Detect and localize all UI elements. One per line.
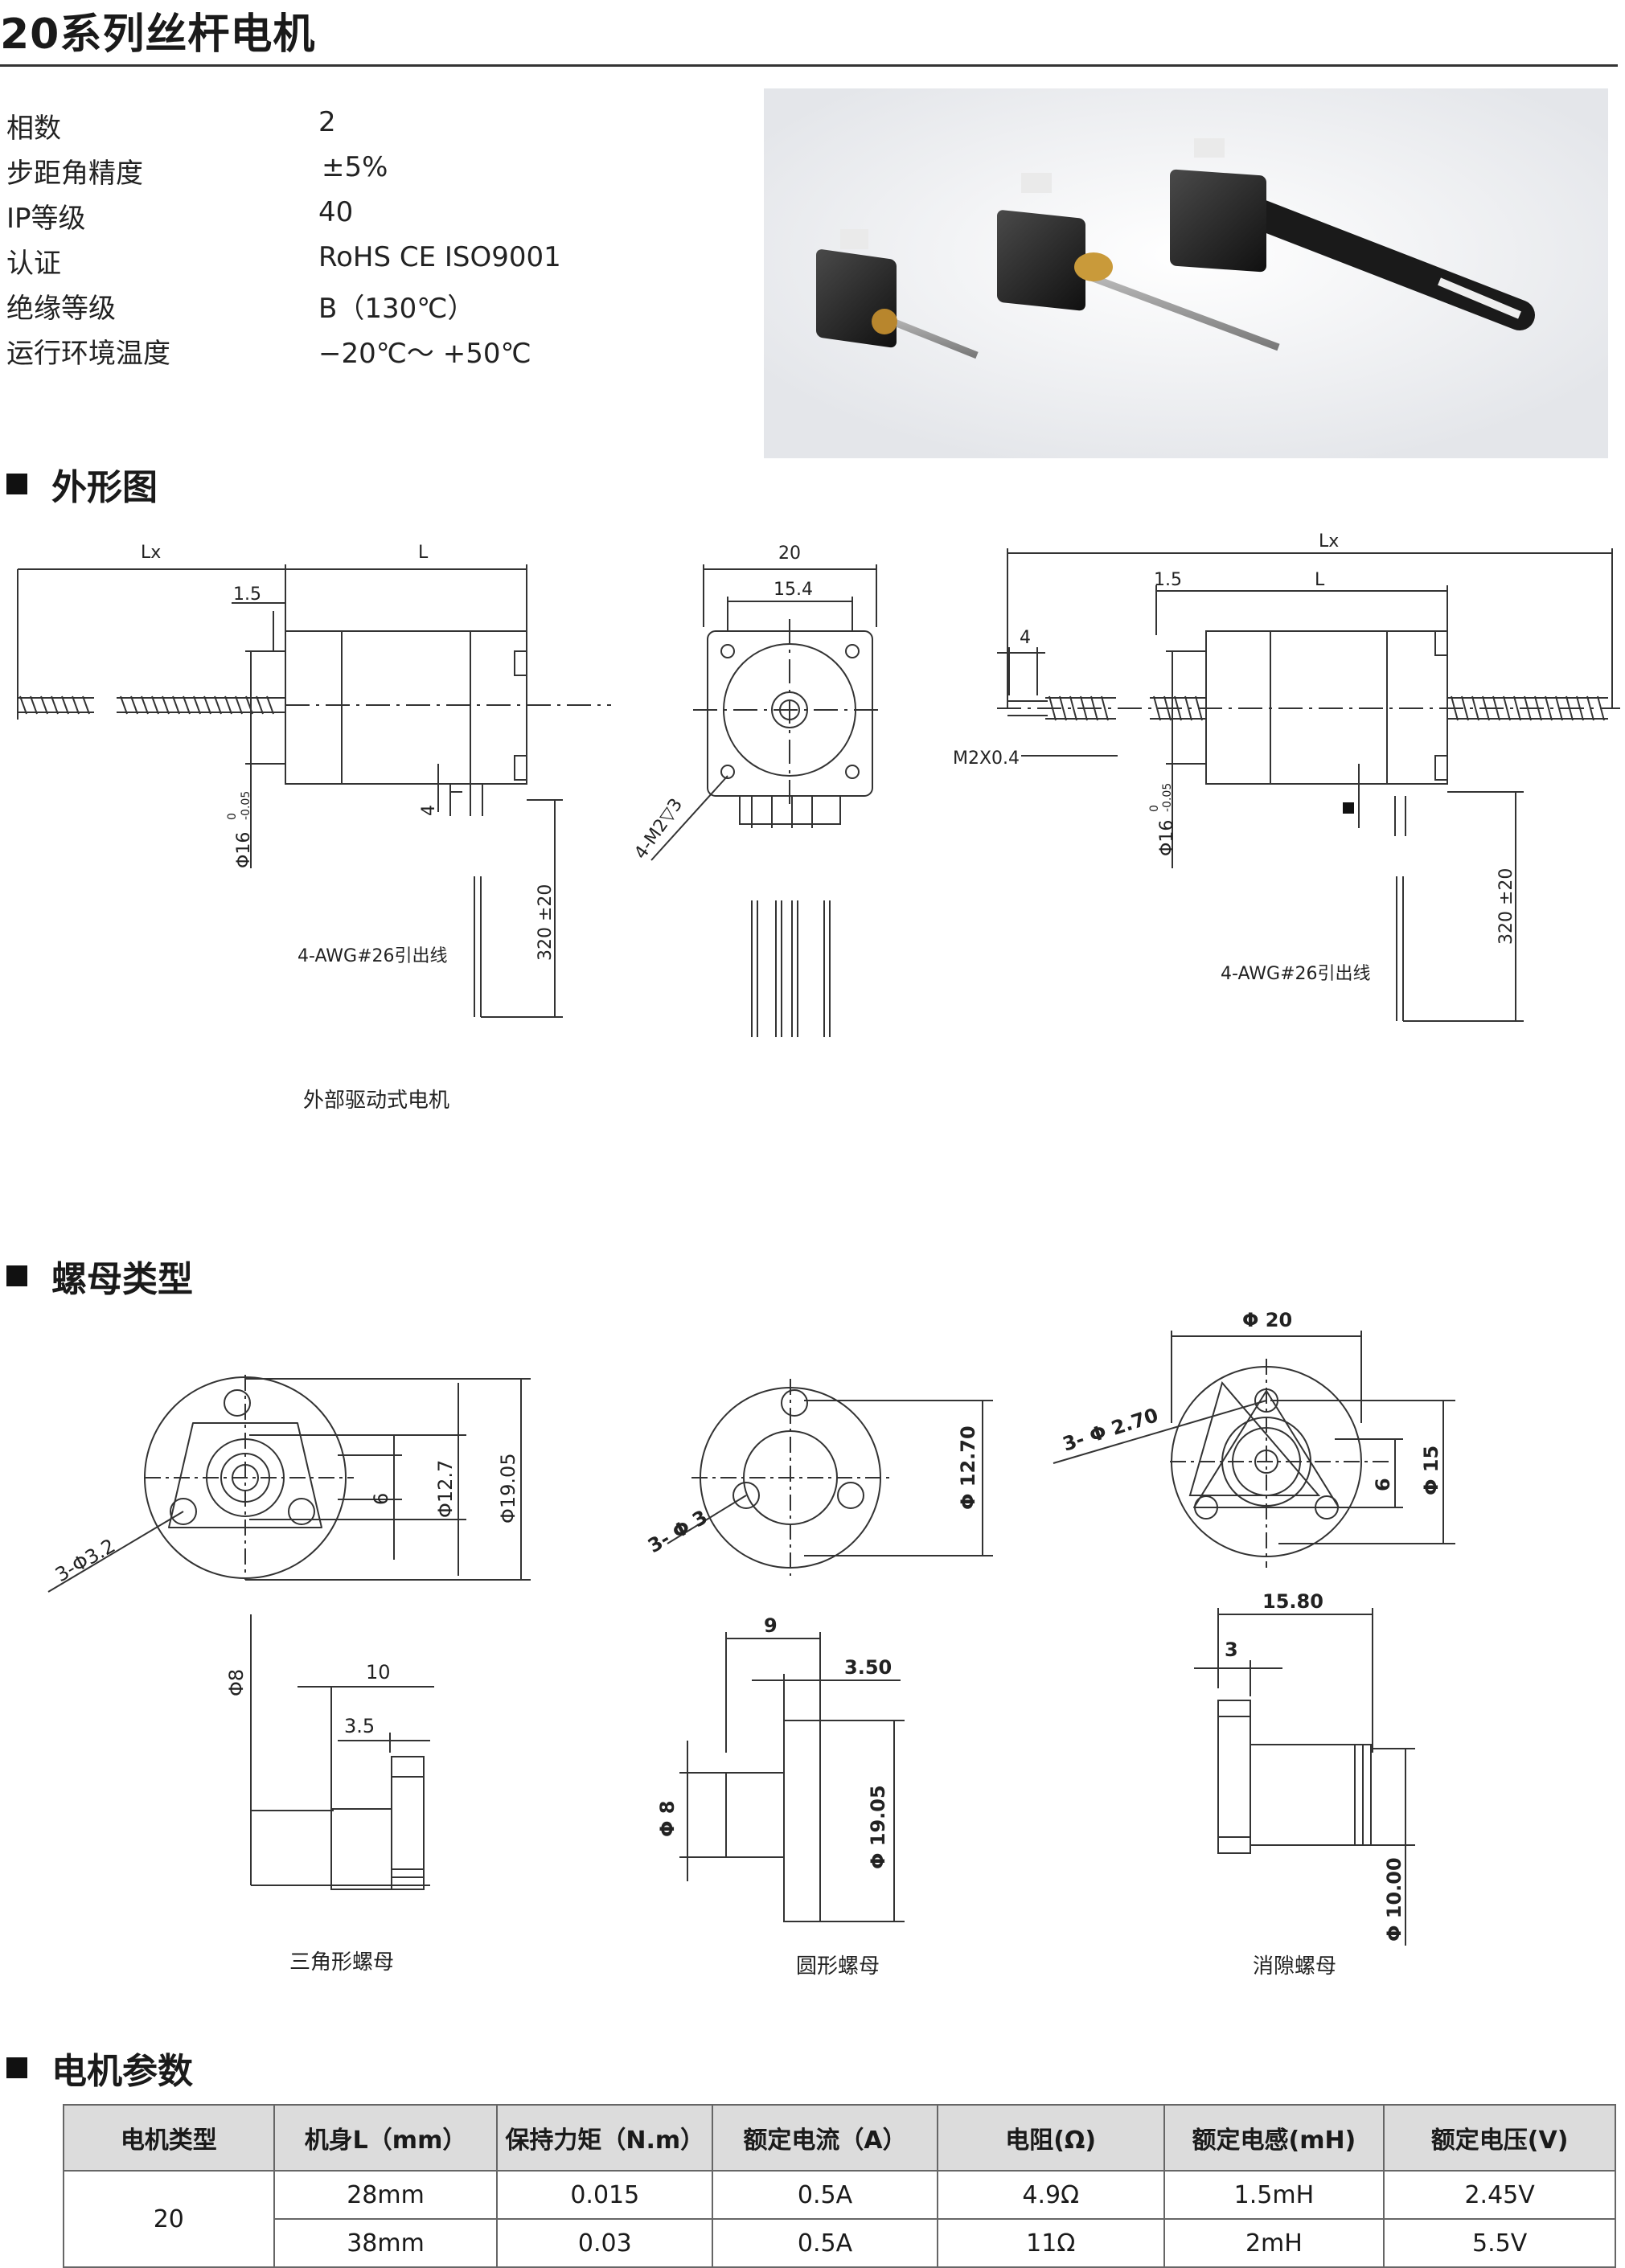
table-header-cell: 额定电感(mH) [1163, 2104, 1385, 2172]
section-heading-params: 电机参数 [6, 2042, 193, 2094]
section-heading-nuts: 螺母类型 [6, 1250, 193, 1302]
table-cell: 0.015 [496, 2170, 714, 2220]
dim-15-4-front: 15.4 [774, 580, 813, 600]
table-cell: 0.03 [496, 2218, 714, 2268]
table-header-cell: 额定电压(V) [1383, 2104, 1616, 2172]
tri-w10-label: 10 [366, 1661, 391, 1684]
table-cell: 2mH [1163, 2218, 1385, 2268]
spec-value: −20℃～ +50℃ [318, 338, 531, 370]
tri-holes-label: 3-Φ3.2 [51, 1534, 119, 1586]
round-w9-label: 9 [764, 1614, 778, 1637]
dim-1-5-right: 1.5 [1154, 570, 1182, 590]
dim-l-left: L [418, 543, 429, 563]
spec-label: 认证 [6, 248, 61, 280]
table-row: 20 28mm 0.015 0.5A 4.9Ω 1.5mH 2.45V [63, 2170, 1616, 2268]
dim-phi16-left: Φ16 [234, 832, 254, 868]
tri-phi19-05-label: Φ19.05 [497, 1453, 519, 1524]
product-photo [764, 88, 1608, 458]
motor-type-cell: 20 [63, 2170, 275, 2268]
table-cell: 1.5mH [1163, 2170, 1385, 2220]
outline-caption: 外部驱动式电机 [303, 1089, 450, 1113]
section-title: 电机参数 [51, 2051, 193, 2092]
table-header-cell: 机身L（mm） [273, 2104, 499, 2172]
table-header-cell: 额定电流（A） [712, 2104, 938, 2172]
spec-value: 2 [318, 106, 336, 138]
motor-params-table: 电机类型 机身L（mm） 保持力矩（N.m） 额定电流（A） 电阻(Ω) 额定电… [63, 2104, 1616, 2268]
spec-value: RoHS CE ISO9001 [318, 241, 561, 273]
table-cell: 5.5V [1383, 2218, 1616, 2268]
section-heading-outline: 外形图 [6, 458, 158, 510]
dim-phi16-right: Φ16 [1157, 820, 1177, 856]
ab-phi10-00-label: Φ 10.00 [1383, 1857, 1405, 1942]
spec-label: IP等级 [6, 203, 86, 235]
dim-phi16-upper-left: 0 [226, 813, 239, 820]
dim-phi16-upper-right: 0 [1148, 805, 1161, 812]
dim-phi16-lower-right: -0.05 [1161, 783, 1174, 812]
wire-label-left: 4-AWG#26引出线 [298, 946, 448, 966]
dim-lead-len-left: 320 ±20 [536, 884, 556, 961]
dim-phi16-lower-left: -0.05 [240, 791, 252, 820]
nut-drawings: 3-Φ3.2 6 Φ12.7 Φ19.05 10 3.5 Φ8 3- Φ 3 Φ… [47, 1309, 1455, 1946]
ab-phi15-label: Φ 15 [1420, 1446, 1442, 1495]
page-title: 20系列丝杆电机 [0, 10, 316, 59]
spec-value: ±5% [322, 151, 388, 183]
nut-caption-triangle: 三角形螺母 [289, 1950, 395, 1975]
table-header-cell: 保持力矩（N.m） [496, 2104, 714, 2172]
ab-w15-80-label: 15.80 [1262, 1590, 1323, 1613]
wire-label-right: 4-AWG#26引出线 [1221, 964, 1371, 984]
section-bullet [6, 1265, 27, 1286]
table-cell: 0.5A [712, 2218, 938, 2268]
round-holes-label: 3- Φ 3 [644, 1506, 712, 1557]
ab-holes-label: 3- Φ 2.70 [1060, 1404, 1161, 1456]
round-w3-50-label: 3.50 [844, 1656, 892, 1679]
motor-small-image [816, 229, 979, 359]
spec-label: 绝缘等级 [6, 293, 116, 325]
table-cell: 28mm [273, 2170, 499, 2220]
ab-d6-label: 6 [1372, 1478, 1394, 1491]
spec-label: 相数 [6, 113, 61, 145]
dim-20-front: 20 [778, 543, 801, 564]
tri-phi12-7-label: Φ12.7 [434, 1460, 457, 1518]
table-row: 38mm 0.03 0.5A 11Ω 2mH 5.5V [64, 2218, 1616, 2268]
tri-w3-5-label: 3.5 [344, 1715, 375, 1737]
spec-label: 运行环境温度 [6, 338, 170, 370]
ab-phi20-label: Φ 20 [1242, 1309, 1292, 1331]
spec-label: 步距角精度 [6, 158, 143, 190]
dim-lead-len-right: 320 ±20 [1496, 868, 1516, 945]
table-cell: 2.45V [1383, 2170, 1616, 2220]
tri-phi8-label: Φ8 [225, 1669, 248, 1696]
nut-caption-round: 圆形螺母 [796, 1954, 880, 1979]
outline-drawing: Lx L 1.5 4 Φ16 0 -0.05 320 ±20 4-AWG#26引… [17, 531, 1620, 1037]
table-header-cell: 电阻(Ω) [936, 2104, 1165, 2172]
tri-d6-label: 6 [370, 1493, 392, 1505]
ab-w3-label: 3 [1225, 1638, 1238, 1661]
round-phi19-05-label: Φ 19.05 [867, 1785, 889, 1869]
section-title: 外形图 [51, 467, 158, 508]
spec-value: B（130℃） [318, 293, 475, 325]
section-bullet [6, 2057, 27, 2078]
dim-lx-left: Lx [141, 543, 161, 563]
motor-large-image [1170, 138, 1535, 330]
section-title: 螺母类型 [51, 1259, 193, 1300]
section-bullet [6, 474, 27, 494]
dim-m2-right: M2X0.4 [953, 748, 1020, 769]
dim-4-right: 4 [1020, 628, 1031, 648]
nut-caption-anti-backlash: 消隙螺母 [1253, 1954, 1337, 1979]
motor-medium-image [997, 173, 1280, 351]
table-cell: 0.5A [712, 2170, 938, 2220]
round-phi12-70-label: Φ 12.70 [957, 1425, 979, 1510]
table-header-cell: 电机类型 [63, 2104, 275, 2172]
table-cell: 4.9Ω [936, 2170, 1165, 2220]
round-phi8-label: Φ 8 [656, 1801, 679, 1837]
table-cell: 11Ω [936, 2218, 1165, 2268]
dim-1-5-left: 1.5 [233, 584, 261, 605]
spec-value: 40 [318, 196, 354, 228]
title-divider [0, 64, 1618, 67]
dim-lx-right: Lx [1319, 531, 1339, 552]
dim-l-right: L [1315, 570, 1325, 590]
table-header-row: 电机类型 机身L（mm） 保持力矩（N.m） 额定电流（A） 电阻(Ω) 额定电… [63, 2104, 1616, 2172]
table-cell: 38mm [273, 2218, 499, 2268]
dim-4-left: 4 [419, 805, 439, 816]
